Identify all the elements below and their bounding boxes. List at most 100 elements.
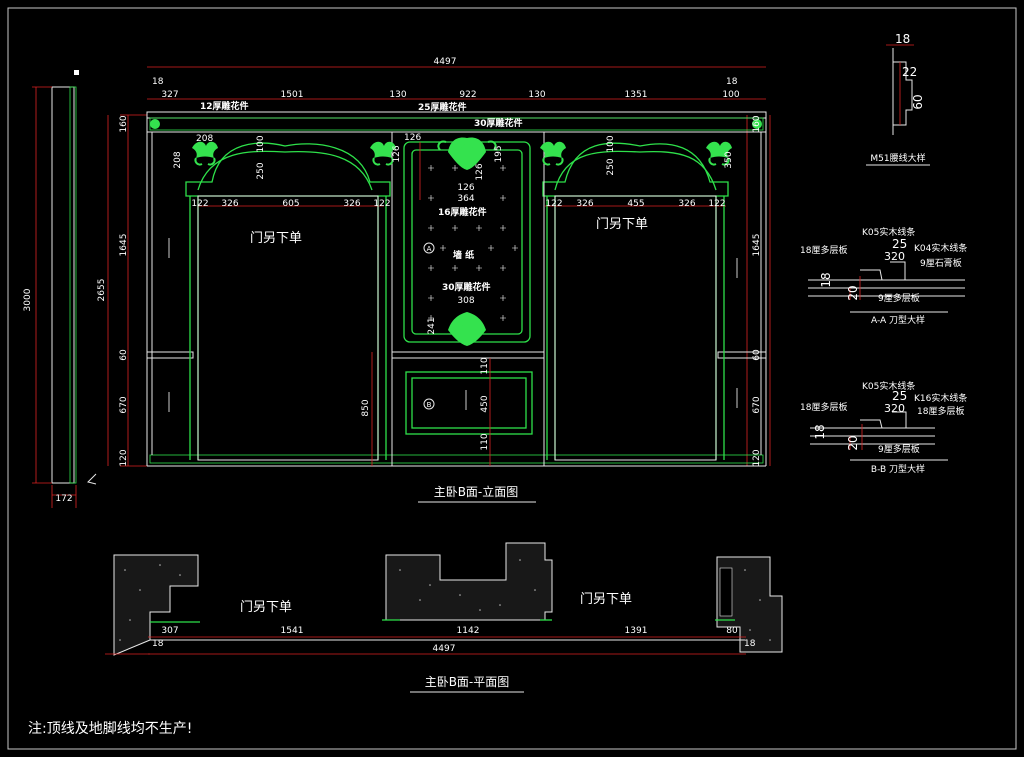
aa-title: A-A 刀型大样: [871, 314, 925, 326]
elevation-view: [107, 66, 771, 467]
detail-bb: [810, 411, 948, 461]
bb-board18b: 18厘多层板: [917, 405, 964, 417]
dim-195: 195: [494, 145, 504, 162]
dim-door-right-4: 122: [708, 199, 725, 209]
side-section: [32, 70, 79, 508]
detail-m51: [866, 44, 930, 166]
dim-left-1: 1645: [119, 234, 129, 257]
plan-overall: 4497: [433, 644, 456, 654]
dim-208-b: 208: [173, 151, 183, 168]
dim-top-8: 18: [726, 77, 738, 87]
plan-dim-1: 1541: [281, 626, 304, 636]
dim-overall-width: 4497: [434, 57, 457, 67]
dim-right-3: 670: [752, 396, 762, 413]
dim-top-5: 130: [528, 90, 545, 100]
plan-edge-right: 18: [744, 639, 756, 649]
dim-241: 241: [427, 317, 437, 334]
bb-board18a: 18厘多层板: [800, 401, 847, 413]
dim-left-0: 160: [119, 115, 129, 132]
bb-k16: K16实木线条: [914, 392, 967, 404]
dim-door-right-3: 326: [678, 199, 695, 209]
dim-110-b: 110: [480, 433, 490, 450]
dim-250-b: 250: [606, 158, 616, 175]
label-carve12: 12厚雕花件: [200, 100, 249, 112]
marker-b: B: [427, 401, 432, 409]
plan-view: [105, 542, 783, 656]
plan-dim-4: 80: [726, 626, 738, 636]
note-text: 注:顶线及地脚线均不生产!: [28, 721, 192, 737]
dim-250-a: 250: [256, 162, 266, 179]
plan-door-left: 门另下单: [240, 600, 292, 615]
bb-dim-3: 20: [846, 435, 860, 450]
dim-126-a: 126: [404, 133, 421, 143]
dim-100-b: 100: [606, 135, 616, 152]
label-carve30-top: 30厚雕花件: [474, 117, 523, 129]
aa-k04: K04实木线条: [914, 242, 967, 254]
dim-door-left-0: 122: [191, 199, 208, 209]
aa-dim-1: 320: [884, 250, 905, 263]
dim-126-c: 126: [475, 163, 485, 180]
m51-dim-2: 60: [911, 94, 925, 109]
ornament-bottom-center: [448, 312, 486, 346]
marker-a: A: [427, 245, 432, 253]
plan-dim-0: 307: [161, 626, 178, 636]
bb-k05: K05实木线条: [862, 380, 915, 392]
dim-right-1: 1645: [752, 234, 762, 257]
dim-overall-height: 3000: [23, 288, 33, 311]
plan-edge-left: 18: [152, 639, 164, 649]
dim-inner-height: 2655: [97, 279, 107, 302]
aa-k05: K05实木线条: [862, 226, 915, 238]
dim-top-2: 1501: [281, 90, 304, 100]
aa-board18: 18厘多层板: [800, 244, 847, 256]
bb-dim-2: 18: [813, 424, 827, 439]
label-carve16: 16厚雕花件: [438, 206, 487, 218]
bb-board9: 9厘多层板: [878, 443, 920, 455]
dim-450: 450: [480, 395, 490, 412]
dim-door-right-1: 326: [576, 199, 593, 209]
aa-dim-3: 20: [846, 285, 860, 300]
dim-door-right-2: 455: [627, 199, 644, 209]
dim-208-a: 208: [196, 134, 213, 144]
ornament-corners: [150, 119, 762, 129]
dim-top-3: 130: [389, 90, 406, 100]
dim-left-2: 60: [119, 349, 129, 361]
plan-dim-3: 1391: [625, 626, 648, 636]
arrow-icon: [87, 473, 97, 485]
label-carve25: 25厚雕花件: [418, 101, 467, 113]
dim-top-7: 100: [722, 90, 739, 100]
dim-top-6: 1351: [625, 90, 648, 100]
m51-title: M51腰线大样: [870, 152, 925, 164]
dim-top-4: 922: [459, 90, 476, 100]
aa-dim-2: 18: [819, 272, 833, 287]
dim-right-4: 120: [752, 449, 762, 466]
dim-right-0: 160: [752, 115, 762, 132]
dim-308: 308: [457, 296, 474, 306]
elevation-title: 主卧B面-立面图: [434, 484, 519, 499]
plan-hatch: [119, 559, 771, 641]
bb-title: B-B 刀型大样: [871, 463, 925, 475]
label-carve30-bot: 30厚雕花件: [442, 281, 491, 293]
dim-100-a: 100: [256, 135, 266, 152]
dim-350: 350: [724, 151, 734, 168]
ornament-top-center: [437, 137, 497, 170]
dim-top-1: 327: [161, 90, 178, 100]
aa-gypsum: 9厘石膏板: [920, 257, 962, 269]
label-door-left: 门另下单: [250, 231, 302, 246]
detail-aa: [808, 261, 965, 313]
aa-dim-0: 25: [892, 237, 907, 251]
dim-850: 850: [361, 399, 371, 416]
plan-door-right: 门另下单: [580, 592, 632, 607]
dim-door-left-1: 326: [221, 199, 238, 209]
dim-110-a: 110: [480, 357, 490, 374]
dim-126-b: 126: [392, 145, 402, 162]
label-wallpaper: 墙 纸: [453, 249, 474, 261]
dim-left-4: 120: [119, 449, 129, 466]
dim-door-left-3: 326: [343, 199, 360, 209]
aa-board9: 9厘多层板: [878, 292, 920, 304]
dim-base-depth: 172: [55, 494, 72, 504]
plan-title: 主卧B面-平面图: [425, 675, 510, 689]
m51-dim-1: 22: [902, 65, 917, 79]
m51-dim-0: 18: [895, 32, 910, 46]
bb-dim-0: 25: [892, 389, 907, 403]
